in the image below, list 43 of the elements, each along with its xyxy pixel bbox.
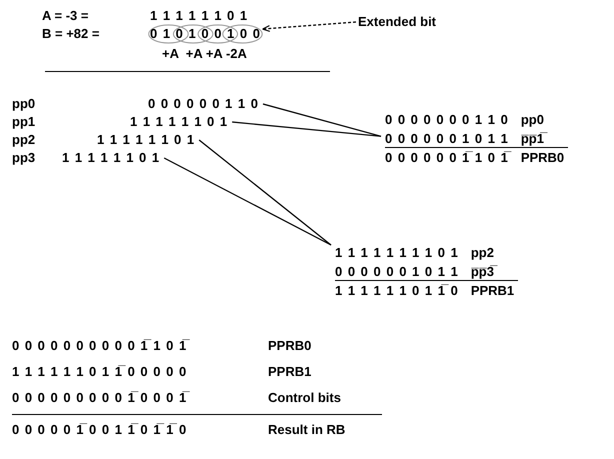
bit-string: 0 1 0 1 0 0 1 0 0 (150, 26, 261, 42)
bit-string: 1 1 1 1 1 1 0 1 (150, 8, 248, 24)
bit-string: 1 1 1 1 1 1 0 1 (97, 132, 196, 148)
row-label: PPRB0 (520, 150, 564, 166)
bit-string: 0 0 0 0 0 0 1 1 0 (148, 96, 259, 112)
row-label: PPRB1 (470, 283, 514, 299)
grouping-ellipse (198, 24, 238, 44)
annotation-text: Extended bit (358, 14, 436, 30)
bit-string: 0 0 0 0 0 0 1 0 1 1 (385, 131, 509, 147)
equation-label: A = -3 = (42, 8, 88, 24)
row-label: pp1 (12, 114, 36, 130)
row-label: pp0 (520, 112, 545, 128)
row-label: pp2 (470, 245, 495, 261)
connector-line (262, 21, 356, 32)
connector-line (164, 157, 332, 246)
bit-string: 0 0 0 0 0 1̅ 0 0 1 1̅ 0 1̅ 1̅ 0 (12, 422, 188, 438)
row-label: PPRB1 (268, 364, 312, 380)
bit-string: 0 0 0 0 0 0 1̅ 1 0 1̅ (385, 150, 509, 166)
row-label: p̅p̅1̅ (520, 131, 564, 147)
grouping-ellipse (222, 24, 263, 44)
grouping-ellipse (148, 24, 189, 44)
row-label: p̅p̅3̅ (470, 264, 514, 280)
grouping-ellipse (172, 24, 214, 44)
bit-string: 1 1 1 1 1 1 0 1 1̅ 0 (335, 283, 459, 299)
operation-label: +A +A +A -2A (162, 46, 247, 62)
row-label: Control bits (268, 390, 341, 406)
bit-string: 1 1 1 1 1 1 0 1 (62, 150, 160, 166)
equation-label: B = +82 = (42, 26, 100, 42)
connector-line (198, 140, 332, 246)
connector-line (262, 103, 382, 137)
bit-string: 0 0 0 0 0 0 0 0 0 1̅ 0 0 0 1̅ (12, 390, 188, 406)
row-label: PPRB0 (268, 338, 312, 354)
bit-string: 0 0 0 0 0 0 1 0 1 1 (335, 264, 459, 280)
row-label: Result in RB (268, 422, 346, 438)
row-label: pp3 (12, 150, 36, 166)
bit-string: 1 1 1 1 1 1 0 1 1̅ 0 0 0 0 0 (12, 364, 188, 380)
row-label: pp2 (12, 132, 36, 148)
bit-string: 1 1 1 1 1 1 1 1 0 1 (335, 245, 459, 261)
bit-string: 1 1 1 1 1 1 0 1 (130, 114, 228, 130)
bit-string: 0 0 0 0 0 0 0 0 0 0 1̅ 1 0 1̅ (12, 338, 188, 354)
bit-string: 0 0 0 0 0 0 0 1 1 0 (385, 112, 509, 128)
connector-line (232, 121, 382, 137)
row-label: pp0 (12, 96, 36, 112)
